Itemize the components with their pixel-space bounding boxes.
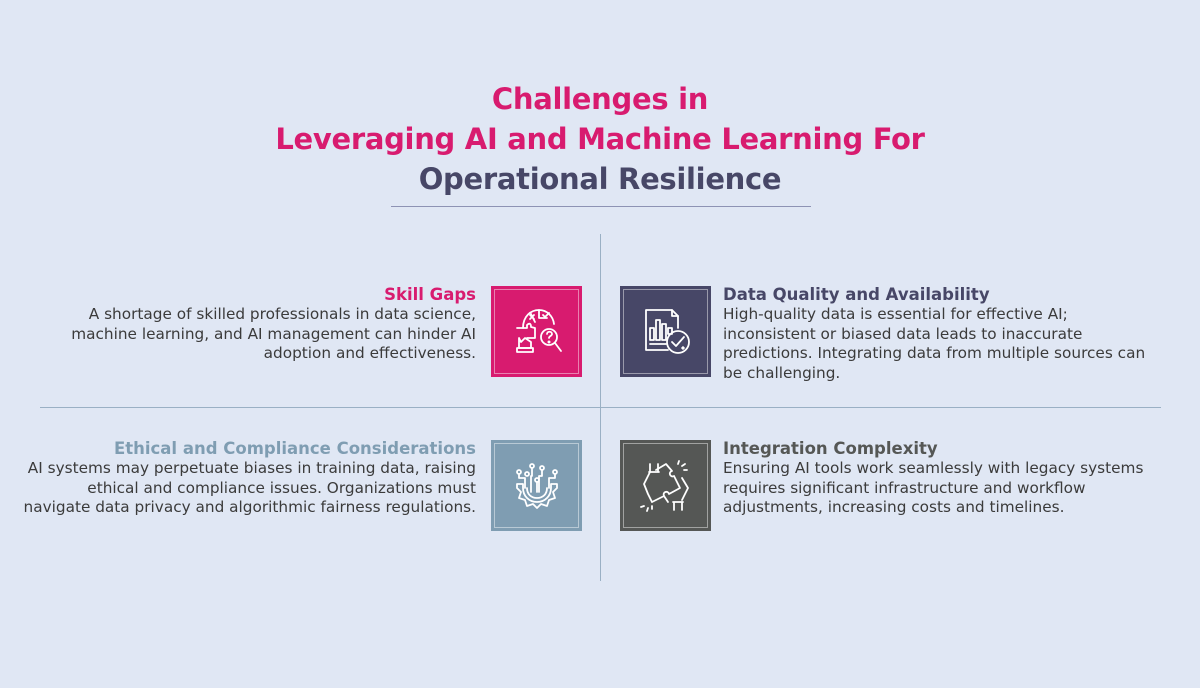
title-divider [391,206,811,207]
challenge-skill-gaps: Skill Gaps A shortage of skilled profess… [36,285,476,364]
challenge-description: Ensuring AI tools work seamlessly with l… [723,459,1144,516]
gear-circuit-icon [515,462,558,509]
integration-icon-box [620,440,711,531]
ethical-icon-box [491,440,582,531]
data-quality-icon-box [620,286,711,377]
challenge-ethical-compliance: Ethical and Compliance Considerations AI… [16,439,477,518]
challenge-title: Integration Complexity [723,439,938,458]
challenge-description: High-quality data is essential for effec… [723,305,1146,382]
challenge-integration-complexity: Integration Complexity Ensuring AI tools… [723,439,1173,518]
challenge-title: Skill Gaps [384,285,476,304]
hands-puzzle-icon [639,459,689,512]
challenge-data-quality: Data Quality and Availability High-quali… [723,285,1163,383]
document-chart-check-icon [644,308,690,354]
title-line-2: Leveraging AI and Machine Learning For [275,122,925,156]
challenge-title: Data Quality and Availability [723,285,990,304]
challenge-title: Ethical and Compliance Considerations [113,439,476,458]
title-line-1: Challenges in [491,82,709,116]
title-line-3: Operational Resilience [418,162,782,196]
challenge-description: A shortage of skilled professionals in d… [71,305,476,362]
horizontal-divider [40,407,1161,408]
skill-gaps-icon-box [491,286,582,377]
puzzle-brain-magnifier-icon [515,308,562,353]
page-title: Challenges in Leveraging AI and Machine … [0,79,1200,199]
challenge-description: AI systems may perpetuate biases in trai… [23,459,477,516]
